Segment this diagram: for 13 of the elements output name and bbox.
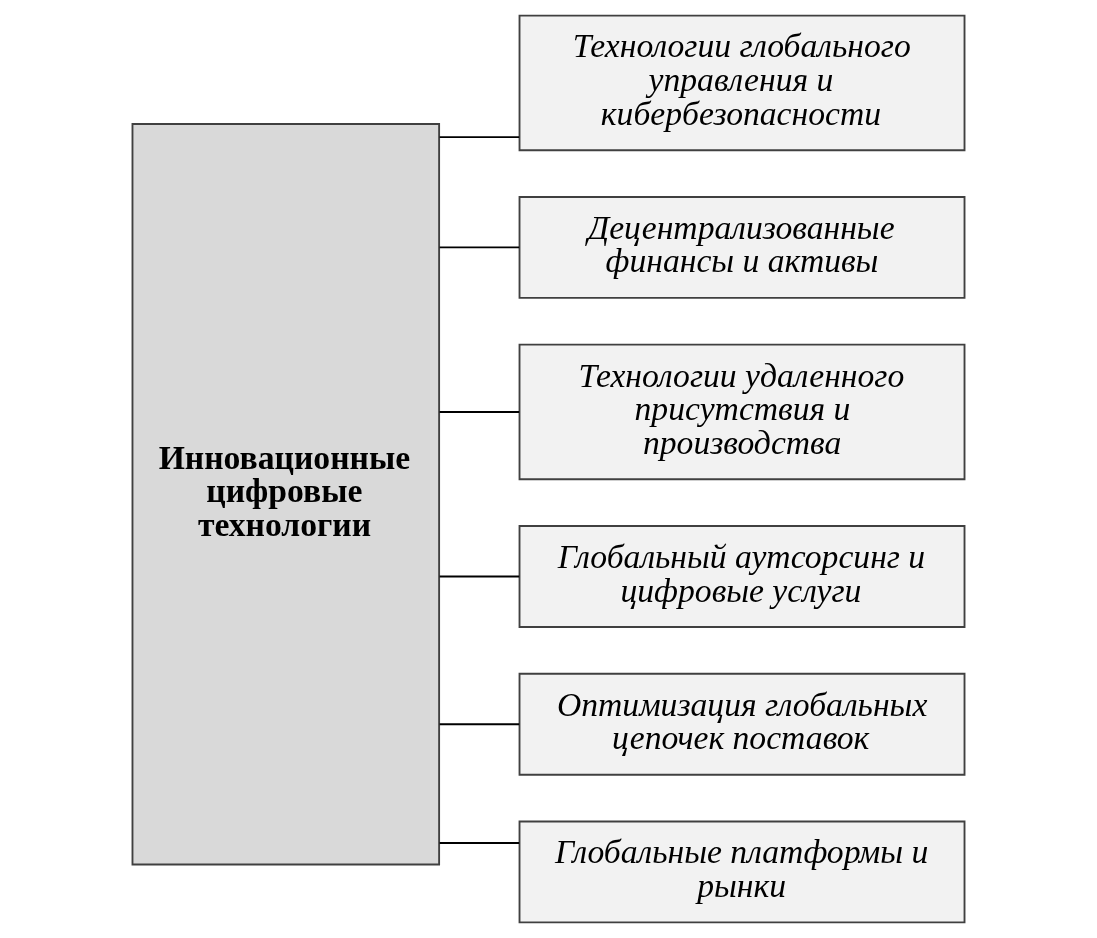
node-box: Технологии удаленного присутствия и производства — [518, 343, 966, 481]
connector — [438, 575, 521, 578]
node-box: Децентрализованные финансы и активы — [518, 196, 966, 299]
connector — [438, 136, 521, 139]
connector — [438, 246, 521, 249]
node-box: Технологии глобального управления и кибербезопасности — [518, 14, 966, 152]
connector — [438, 723, 521, 726]
connector — [438, 411, 521, 413]
connector — [438, 842, 521, 844]
node-box: Инновационные цифровые технологии — [131, 123, 441, 866]
node-box: Оптимизация глобальных цепочек поставок — [518, 672, 966, 776]
node-box: Глобальный аутсорсинг и цифровые услуги — [518, 525, 966, 628]
node-box: Глобальные платформы и рынки — [518, 820, 966, 924]
